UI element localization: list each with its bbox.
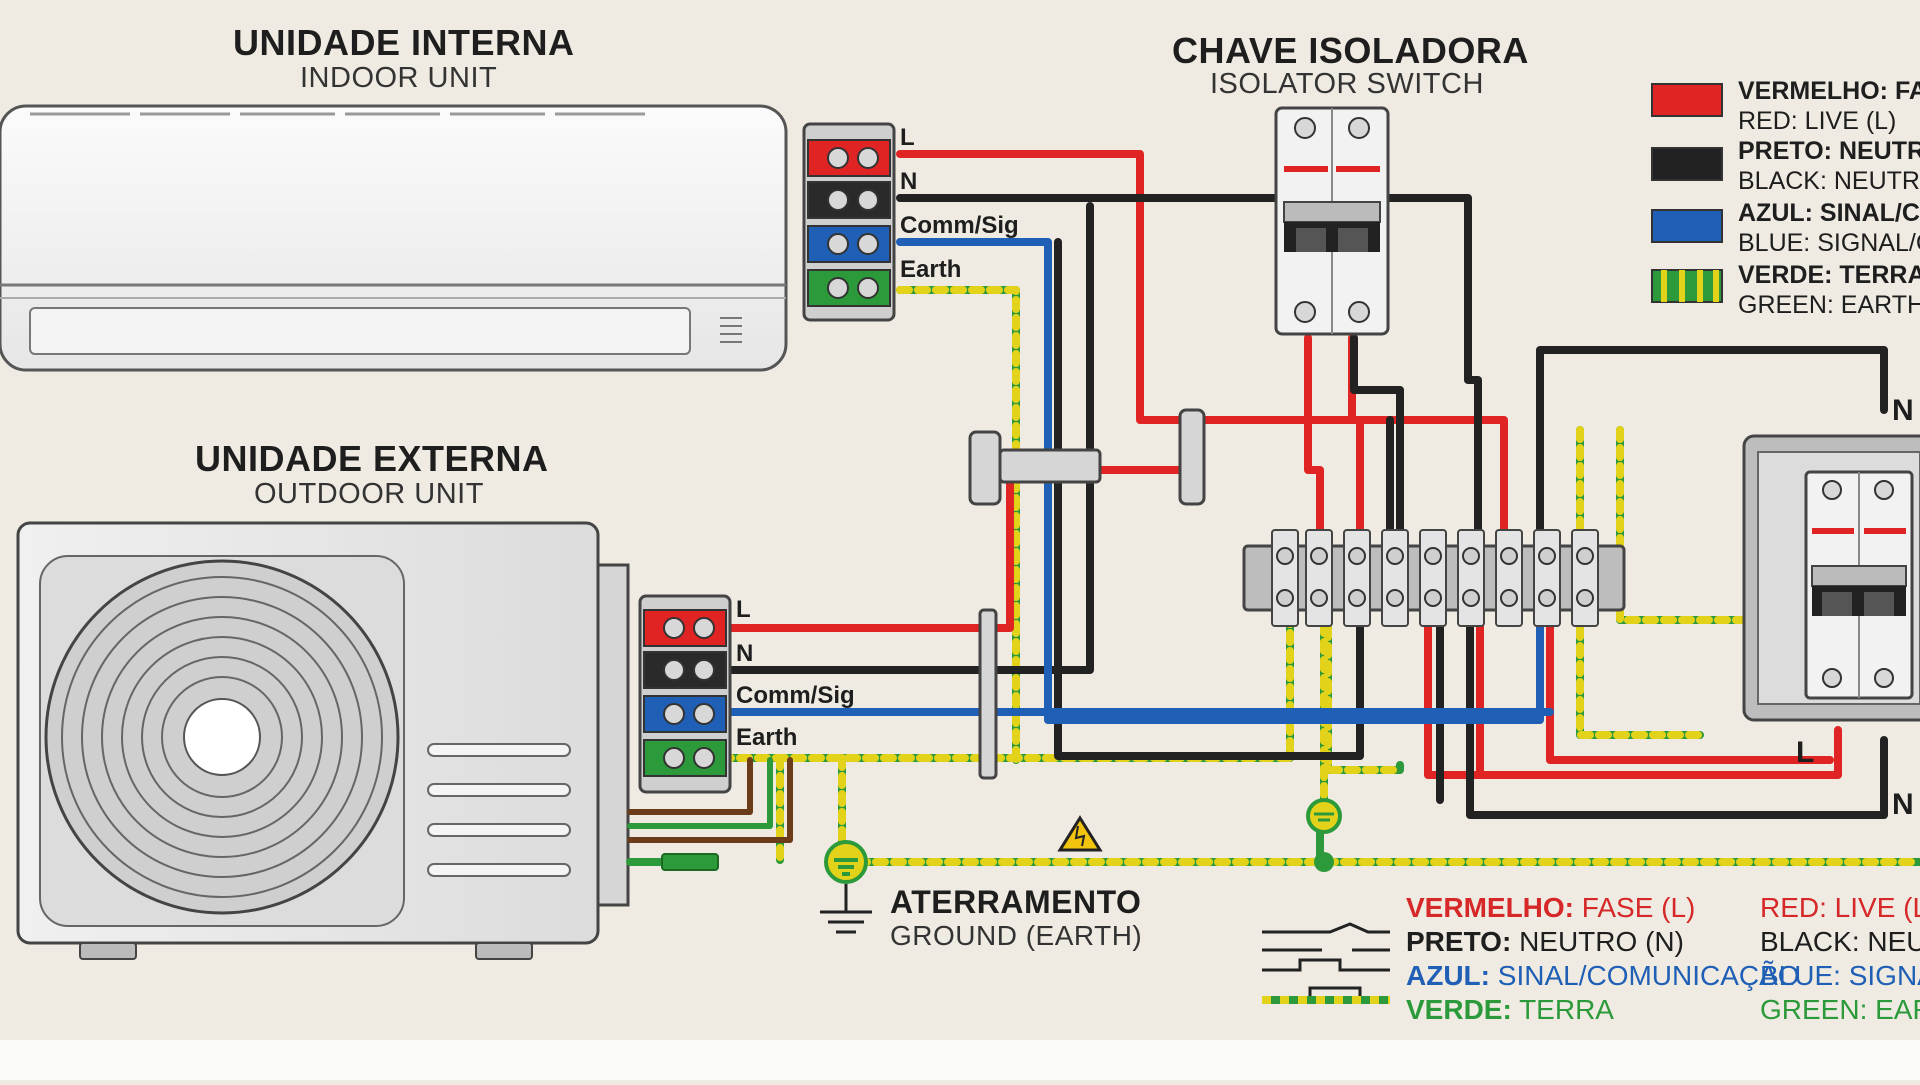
legend-swatches	[1651, 83, 1723, 303]
bottom-margin	[0, 1040, 1920, 1080]
outdoor-terminal-comm-label: Comm/Sig	[736, 682, 855, 709]
panel-n-bottom-label: N	[1892, 788, 1914, 821]
legend-bottom-pt-earth-val: TERRA	[1519, 994, 1614, 1025]
legend-bottom-en-neutral: BLACK: NEUT	[1760, 926, 1920, 957]
indoor-title: UNIDADE INTERNA	[233, 22, 575, 63]
indoor-terminal-comm-label: Comm/Sig	[900, 212, 1019, 239]
ground-symbol	[820, 840, 872, 934]
legend-item-earth: VERDE: TERRA GREEN: EARTH	[1738, 260, 1920, 320]
legend-bottom-pt-earth-key: VERDE:	[1406, 994, 1512, 1025]
isolator-subtitle: ISOLATOR SWITCH	[1210, 68, 1484, 100]
legend-bottom-pt-earth: VERDE: TERRA	[1406, 994, 1614, 1026]
ground-title: ATERRAMENTO	[890, 884, 1142, 920]
legend-bottom-pt-live: VERMELHO: FASE (L)	[1406, 892, 1695, 924]
legend-bottom-en-earth: GREEN: EART	[1760, 994, 1920, 1025]
outdoor-terminal-neutral-label: N	[736, 640, 754, 667]
panel-l-bottom-label: L	[1796, 736, 1815, 769]
indoor-terminal-earth-label: Earth	[900, 256, 962, 283]
panel-n-top-label: N	[1892, 394, 1914, 427]
outdoor-subtitle: OUTDOOR UNIT	[254, 478, 484, 510]
indoor-terminal-block	[802, 122, 896, 322]
legend-live-en: RED: LIVE (L)	[1738, 107, 1897, 135]
indoor-terminal-live-label: L	[900, 124, 915, 151]
legend-bottom-pt-neutral: PRETO: NEUTRO (N)	[1406, 926, 1684, 958]
terminal-strip	[1242, 529, 1626, 627]
wires	[626, 150, 1920, 871]
legend-comm-pt: AZUL: SINAL/COM	[1738, 199, 1920, 227]
cable-clamps	[968, 408, 1206, 780]
indoor-terminal-neutral-label: N	[900, 168, 918, 195]
legend-comm-en: BLUE: SIGNAL/COM	[1738, 229, 1920, 257]
ground-subtitle: GROUND (EARTH)	[890, 920, 1143, 951]
legend-line-symbols	[1262, 922, 1390, 1004]
legend-item-live: VERMELHO: FASE RED: LIVE (L)	[1738, 76, 1920, 136]
legend-bottom-pt-live-key: VERMELHO:	[1406, 892, 1574, 923]
outdoor-unit	[16, 521, 630, 960]
legend-earth-pt: VERDE: TERRA	[1738, 261, 1920, 289]
legend-bottom-pt-comm: AZUL: SINAL/COMUNICAÇÃO	[1406, 960, 1800, 992]
legend-neutral-en: BLACK: NEUTRAL	[1738, 167, 1920, 195]
indoor-subtitle: INDOOR UNIT	[300, 62, 498, 94]
warning-icon	[1057, 815, 1103, 852]
outdoor-terminal-block	[638, 594, 732, 794]
legend-bottom-pt-comm-key: AZUL:	[1406, 960, 1490, 991]
legend-bottom-pt-live-val: FASE (L)	[1581, 892, 1696, 923]
legend-neutral-pt: PRETO: NEUTRO	[1738, 137, 1920, 165]
outdoor-terminal-live-label: L	[736, 596, 751, 623]
indoor-unit	[0, 104, 788, 372]
legend-bottom-en-comm: BLUE: SIGNAL	[1760, 960, 1920, 991]
legend-bottom-pt-neutral-val: NEUTRO (N)	[1519, 926, 1684, 957]
legend-bottom-pt-comm-val: SINAL/COMUNICAÇÃO	[1497, 960, 1800, 991]
distribution-panel	[1742, 434, 1920, 722]
outdoor-terminal-earth-label: Earth	[736, 724, 798, 751]
legend-item-comm: AZUL: SINAL/COM BLUE: SIGNAL/COM	[1738, 198, 1920, 258]
ground-connector	[1306, 798, 1342, 872]
legend-live-pt: VERMELHO: FASE	[1738, 77, 1920, 105]
legend-earth-en: GREEN: EARTH	[1738, 291, 1920, 319]
outdoor-title: UNIDADE EXTERNA	[195, 438, 549, 479]
isolator-switch-device	[1274, 106, 1390, 336]
isolator-title: CHAVE ISOLADORA	[1172, 30, 1529, 71]
legend-bottom-en-live: RED: LIVE (L)	[1760, 892, 1920, 923]
legend-item-neutral: PRETO: NEUTRO BLACK: NEUTRAL	[1738, 136, 1920, 196]
legend-bottom-pt-neutral-key: PRETO:	[1406, 926, 1512, 957]
